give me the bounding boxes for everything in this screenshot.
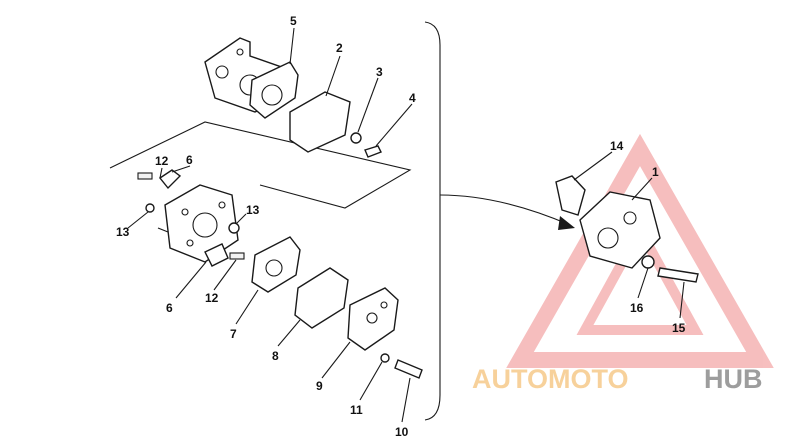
- callout-13-left: 13: [116, 225, 130, 239]
- part-check-valve-upper: [137, 169, 182, 190]
- callout-14: 14: [610, 139, 624, 153]
- callout-numbers: 5 2 3 4 12 6 13 13 6 12 7 8 9 11 10 14 1…: [116, 14, 686, 439]
- part-bolt-assembly: [657, 267, 699, 283]
- callout-11: 11: [350, 403, 363, 417]
- part-washer: [380, 353, 390, 363]
- watermark-wordmark: AUTOMOTO HUB: [472, 364, 763, 394]
- part-gasket-assembly: [555, 175, 586, 216]
- callout-4: 4: [409, 91, 416, 105]
- part-screw-left: [145, 203, 155, 213]
- callout-9: 9: [316, 379, 323, 393]
- group-bracket: [424, 21, 441, 421]
- part-bolt-lower: [394, 359, 423, 379]
- part-diaphragm-lower: [294, 267, 349, 329]
- part-pump-body: [157, 184, 239, 263]
- watermark-word-part1: AUTOMOTO: [472, 364, 629, 394]
- part-o-ring-small: [350, 132, 362, 144]
- part-washer-assembly: [641, 255, 655, 269]
- callout-12-lower: 12: [205, 291, 219, 305]
- callout-12-upper: 12: [155, 154, 169, 168]
- watermark-word-part2: HUB: [704, 364, 763, 394]
- callout-1: 1: [652, 165, 659, 179]
- part-fitting-pin: [364, 145, 382, 158]
- callout-2: 2: [336, 41, 343, 55]
- part-gasket-lower: [251, 236, 301, 293]
- callout-13-right: 13: [246, 203, 260, 217]
- callout-5: 5: [290, 14, 297, 28]
- leader-lines: [127, 27, 685, 423]
- part-screw-right: [228, 222, 240, 234]
- callout-6-upper: 6: [186, 153, 193, 167]
- callout-3: 3: [376, 65, 383, 79]
- part-check-valve-lower: [204, 243, 245, 267]
- part-diaphragm-plate: [289, 91, 351, 153]
- callout-15: 15: [672, 321, 686, 335]
- sub-group-outline: [109, 121, 412, 209]
- callout-6-lower: 6: [166, 301, 173, 315]
- callout-7: 7: [230, 327, 237, 341]
- callout-8: 8: [272, 349, 279, 363]
- part-cover-lower: [347, 287, 399, 351]
- assembly-arrow: [439, 194, 575, 230]
- callout-16: 16: [630, 301, 644, 315]
- watermark-logo: [506, 133, 774, 368]
- part-fuel-pump-assembly: [579, 191, 661, 269]
- callout-10: 10: [395, 425, 409, 439]
